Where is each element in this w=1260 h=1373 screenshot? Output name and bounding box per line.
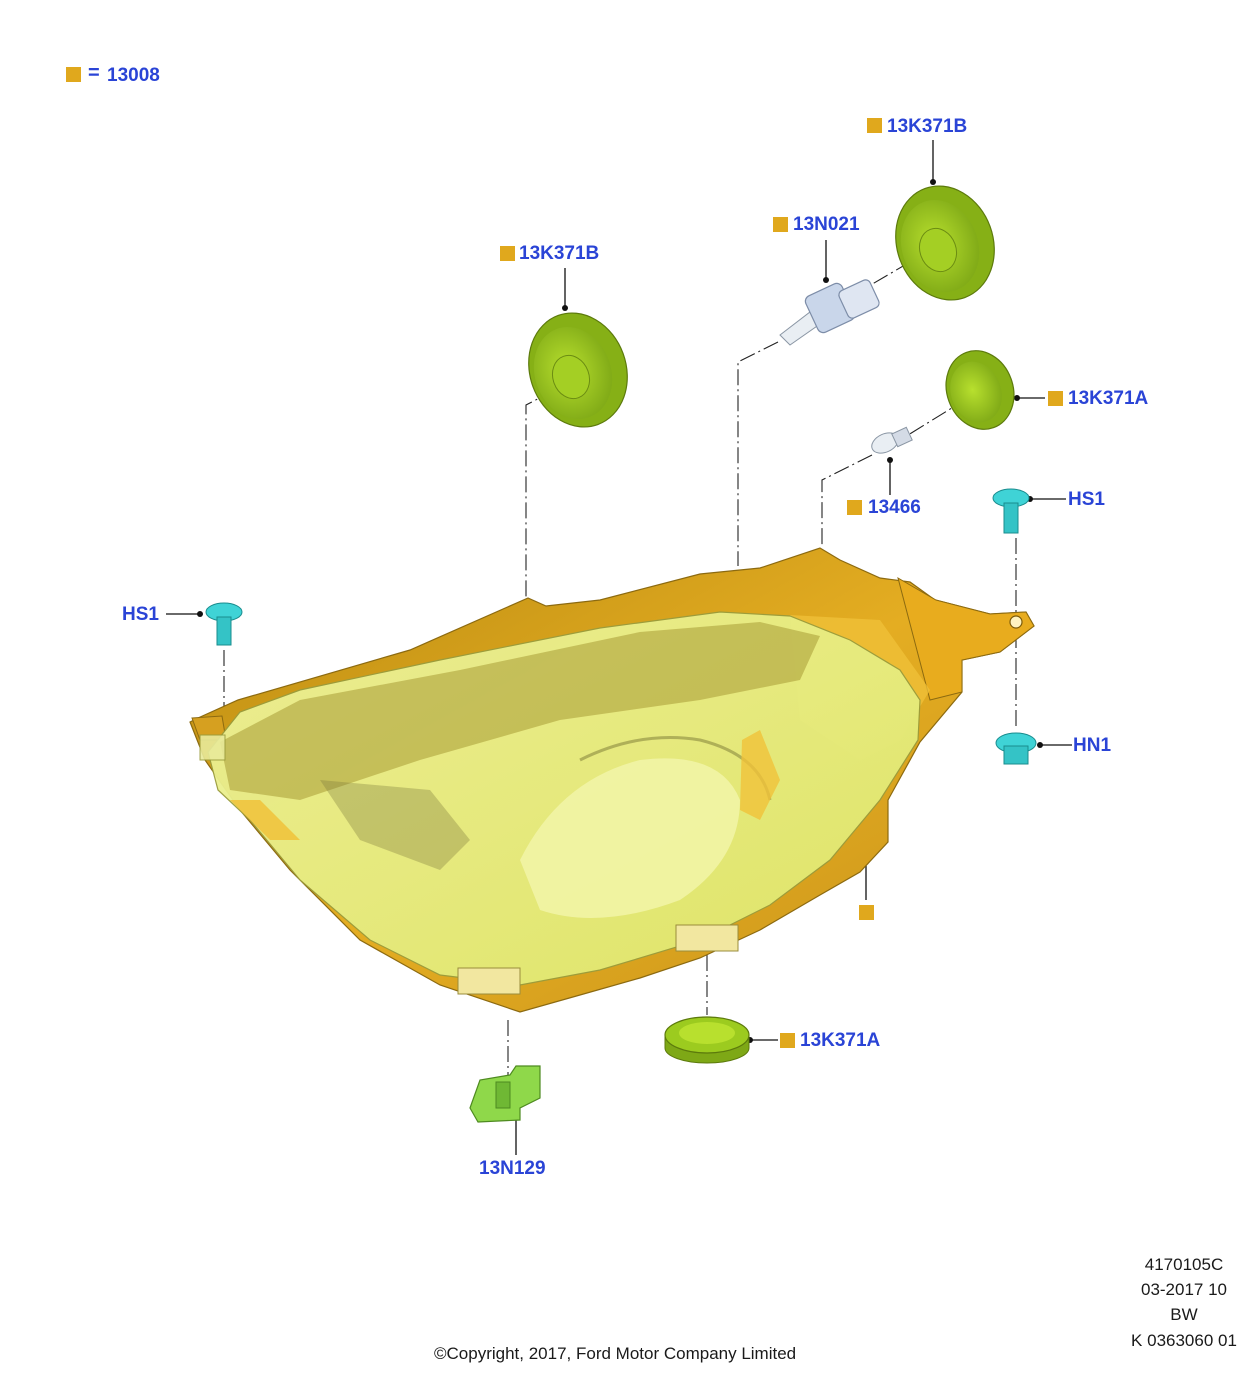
legend-equals: = (88, 62, 100, 84)
label-13k371b-left: 13K371B (519, 243, 600, 264)
label-13n021: 13N021 (793, 214, 860, 235)
leader-lines (166, 140, 1072, 1155)
label-hs1-right: HS1 (1068, 489, 1105, 510)
label-13n129: 13N129 (479, 1158, 546, 1179)
headlamp-lens (199, 611, 921, 995)
copyright-text: ©Copyright, 2017, Ford Motor Company Lim… (434, 1344, 797, 1363)
screw-hs1-right (992, 488, 1030, 534)
marker-13008-housing (859, 905, 874, 920)
ref-line-2: 03-2017 10 (1140, 1280, 1228, 1299)
bracket-13n129 (469, 1065, 541, 1123)
ref-line-1: 4170105C (1144, 1255, 1224, 1274)
screw-hs1-left (205, 602, 243, 646)
marker-13466 (847, 500, 862, 515)
ref-line-4: K 0363060 01 (1131, 1331, 1237, 1350)
bulb-13n021 (779, 279, 880, 346)
label-hn1: HN1 (1073, 735, 1112, 756)
legend-part-label: 13008 (107, 65, 160, 86)
cap-13k371b-top (895, 185, 995, 301)
cap-13k371a-right (945, 350, 1015, 430)
bulb-13466 (871, 426, 913, 454)
marker-13k371b-left (500, 246, 515, 261)
marker-13k371a-right (1048, 391, 1063, 406)
nut-hn1 (995, 732, 1037, 765)
label-13466: 13466 (868, 497, 921, 518)
label-hs1-left: HS1 (122, 604, 159, 625)
label-13k371a-bottom: 13K371A (800, 1030, 881, 1051)
marker-13n021 (773, 217, 788, 232)
dash-dot-lines (223, 261, 1017, 1075)
marker-13k371a-bottom (780, 1033, 795, 1048)
legend-marker (66, 67, 81, 82)
ref-line-3: BW (1170, 1305, 1198, 1324)
marker-13k371b-top (867, 118, 882, 133)
cap-13k371b-left (528, 312, 628, 428)
cap-13k371a-bottom (664, 1016, 750, 1064)
leader-dots (197, 179, 1043, 1118)
label-13k371b-top: 13K371B (887, 116, 968, 137)
label-13k371a-right: 13K371A (1068, 388, 1149, 409)
